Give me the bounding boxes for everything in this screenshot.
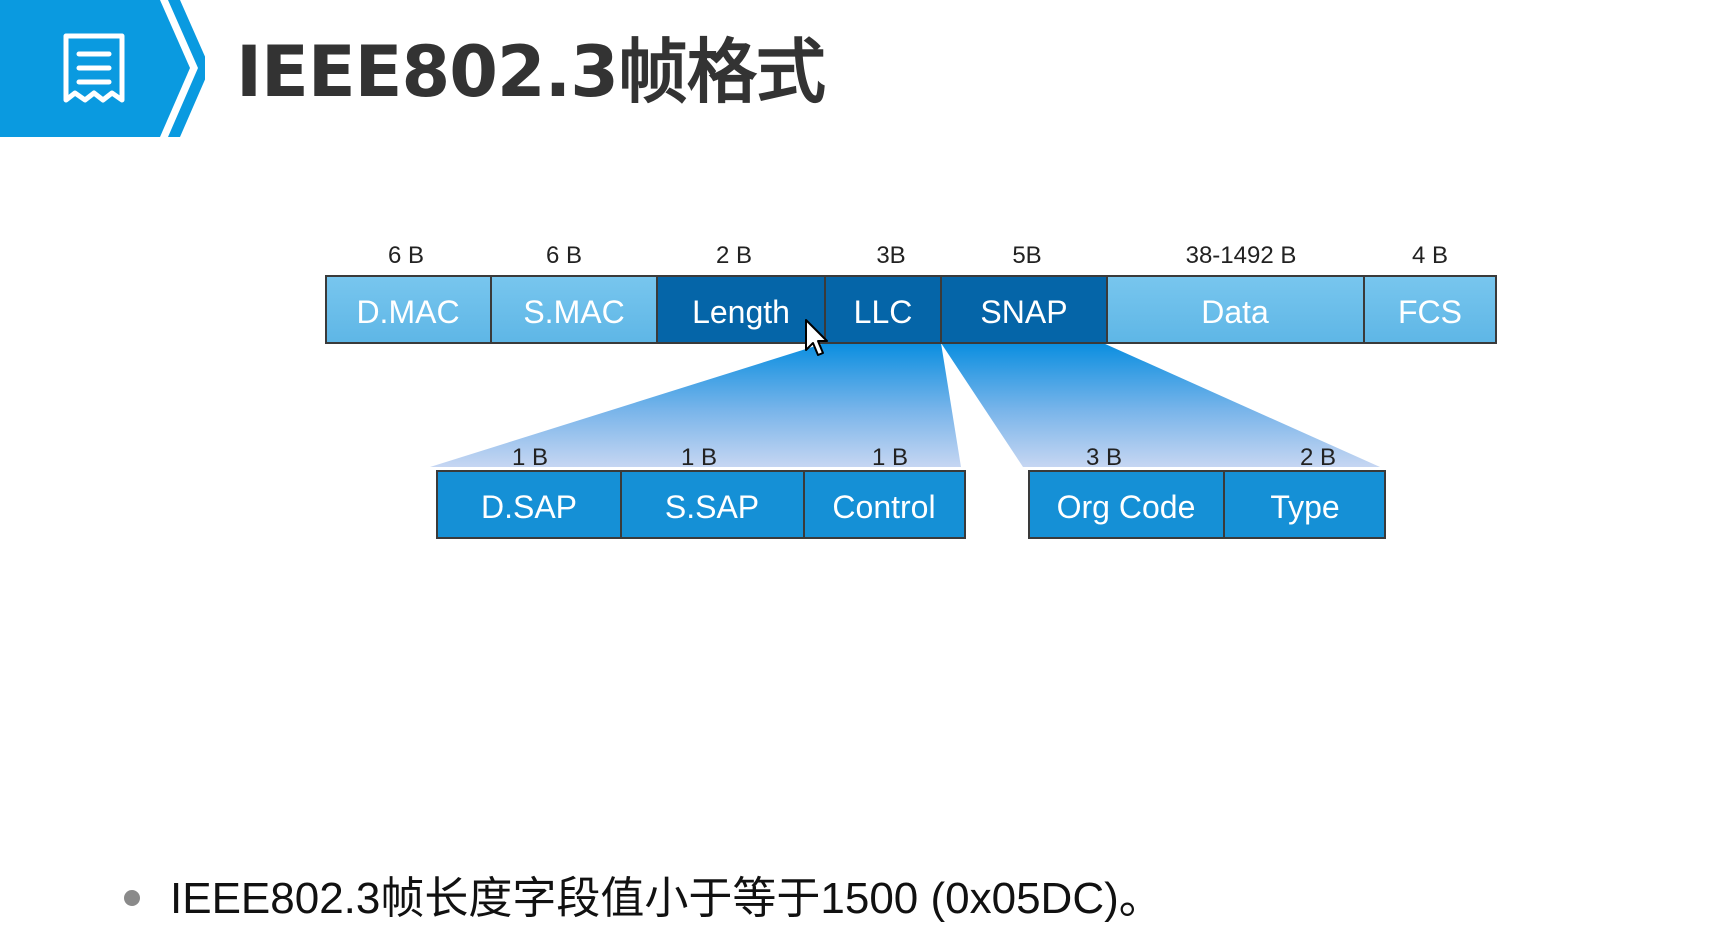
size-label-org-code: 3 B bbox=[1086, 444, 1122, 471]
frame-field-length: Length bbox=[656, 275, 826, 344]
bullet-dot bbox=[124, 890, 140, 906]
llc-field-dsap: D.SAP bbox=[436, 470, 622, 539]
field-label: S.MAC bbox=[523, 294, 624, 330]
frame-field-snap: SNAP bbox=[940, 275, 1108, 344]
header-badge bbox=[0, 0, 205, 137]
mouse-pointer-icon bbox=[805, 319, 828, 356]
size-label-control: 1 B bbox=[872, 444, 908, 471]
snap-field-org-code: Org Code bbox=[1028, 470, 1225, 539]
field-label: D.SAP bbox=[481, 489, 577, 525]
size-label-llc: 3B bbox=[876, 242, 905, 269]
size-label-dsap: 1 B bbox=[512, 444, 548, 471]
field-label: Org Code bbox=[1057, 489, 1196, 525]
field-label: S.SAP bbox=[665, 489, 759, 525]
frame-field-data: Data bbox=[1106, 275, 1365, 344]
field-label: Control bbox=[832, 489, 935, 525]
size-label-length: 2 B bbox=[716, 242, 752, 269]
field-label: Length bbox=[692, 294, 790, 330]
snap-field-type: Type bbox=[1223, 470, 1386, 539]
frame-row: D.MAC S.MAC Length LLC SNAP Data FCS bbox=[325, 275, 1497, 344]
size-label-snap: 5B bbox=[1012, 242, 1041, 269]
frame-size-labels: 6 B 6 B 2 B 3B 5B 38-1492 B 4 B bbox=[388, 242, 1448, 269]
llc-field-ssap: S.SAP bbox=[620, 470, 805, 539]
size-label-ssap: 1 B bbox=[681, 444, 717, 471]
page-title: IEEE802.3帧格式 bbox=[236, 31, 826, 113]
size-label-dmac: 6 B bbox=[388, 242, 424, 269]
llc-subfields: D.SAP S.SAP Control 1 B 1 B 1 B bbox=[436, 444, 966, 539]
frame-field-llc: LLC bbox=[824, 275, 942, 344]
size-label-fcs: 4 B bbox=[1412, 242, 1448, 269]
size-label-data: 38-1492 B bbox=[1186, 242, 1297, 269]
field-label: Type bbox=[1270, 489, 1339, 525]
size-label-type: 2 B bbox=[1300, 444, 1336, 471]
field-label: SNAP bbox=[980, 294, 1067, 330]
llc-expansion-fan bbox=[430, 343, 961, 467]
llc-field-control: Control bbox=[803, 470, 966, 539]
bullet-text: IEEE802.3帧长度字段值小于等于1500 (0x05DC)。 bbox=[170, 874, 1163, 923]
frame-field-fcs: FCS bbox=[1363, 275, 1497, 344]
field-label: Data bbox=[1201, 294, 1269, 330]
field-label: LLC bbox=[854, 294, 913, 330]
size-label-smac: 6 B bbox=[546, 242, 582, 269]
field-label: D.MAC bbox=[356, 294, 459, 330]
snap-expansion-fan bbox=[941, 343, 1380, 467]
field-label: FCS bbox=[1398, 294, 1462, 330]
frame-field-smac: S.MAC bbox=[490, 275, 658, 344]
frame-field-dmac: D.MAC bbox=[325, 275, 492, 344]
snap-subfields: Org Code Type 3 B 2 B bbox=[1028, 444, 1386, 539]
document-list-icon bbox=[63, 33, 125, 103]
bullet-item: IEEE802.3帧长度字段值小于等于1500 (0x05DC)。 bbox=[124, 862, 1163, 926]
